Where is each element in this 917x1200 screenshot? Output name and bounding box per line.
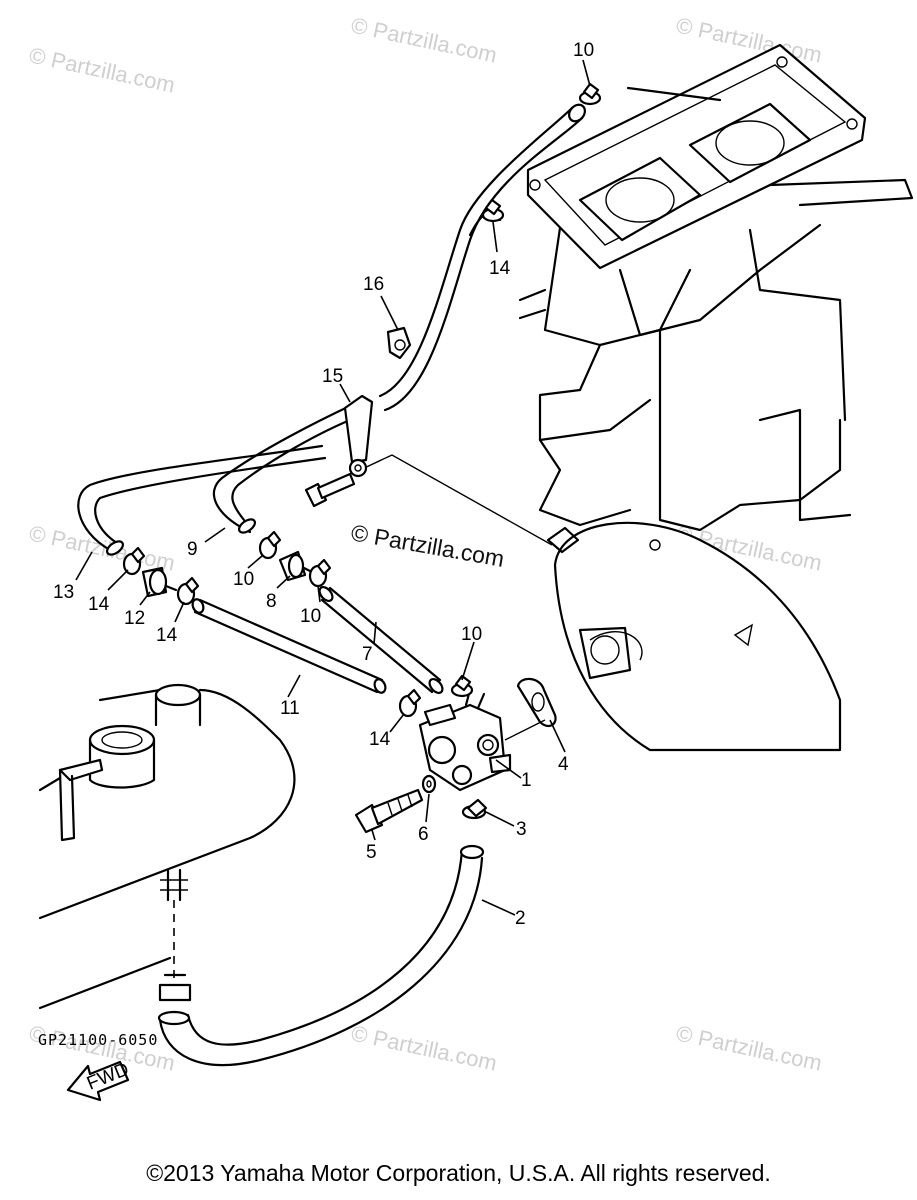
callout-10: 10 <box>233 569 254 590</box>
bolt-5 <box>354 788 424 834</box>
callout-15: 15 <box>322 366 343 387</box>
clamp-10-cock <box>450 674 474 698</box>
engine-block <box>359 43 914 752</box>
clamp-10-left <box>258 530 282 560</box>
callout-10: 10 <box>461 624 482 645</box>
hose-2 <box>157 844 485 1067</box>
callout-8: 8 <box>266 591 277 612</box>
bracket-15 <box>343 394 374 478</box>
callout-12: 12 <box>124 608 145 629</box>
clamp-14-left <box>122 546 146 576</box>
watermark: © Partzilla.com <box>674 1020 824 1075</box>
fwd-arrow-icon: FWD <box>66 1059 132 1102</box>
hose-11 <box>191 598 387 694</box>
callouts: 10 14 16 15 9 13 14 12 14 10 8 10 7 11 1… <box>53 40 594 929</box>
fuel-tank <box>38 683 296 1010</box>
watermark: © Partzilla.com <box>349 1020 499 1075</box>
callout-7: 7 <box>362 644 373 665</box>
hose-7 <box>318 585 444 695</box>
center-watermark: © Partzilla.com <box>349 519 506 572</box>
callout-16: 16 <box>363 274 384 295</box>
callout-3: 3 <box>516 819 527 840</box>
callout-6: 6 <box>418 824 429 845</box>
clamp-10-top <box>578 82 602 106</box>
callout-1: 1 <box>521 770 532 791</box>
part-code: GP21100-6050 <box>38 1031 159 1049</box>
callout-13: 13 <box>53 582 74 603</box>
callout-10: 10 <box>300 606 321 627</box>
callout-14: 14 <box>489 258 511 279</box>
watermark: © Partzilla.com <box>27 42 177 97</box>
callout-2: 2 <box>515 908 526 929</box>
callout-9: 9 <box>187 539 198 560</box>
hose-13 <box>77 444 327 556</box>
callout-11: 11 <box>280 698 300 719</box>
clamp-14-filter <box>176 576 200 606</box>
bolt-bracket <box>304 472 356 508</box>
callout-5: 5 <box>366 842 377 863</box>
clamp-3 <box>461 798 488 820</box>
callout-10: 10 <box>573 40 594 61</box>
callout-4: 4 <box>558 754 569 775</box>
fuel-cock <box>418 688 512 792</box>
callout-14: 14 <box>156 625 178 646</box>
leader-lines <box>75 59 591 916</box>
copyright-notice: ©2013 Yamaha Motor Corporation, U.S.A. A… <box>146 1160 771 1186</box>
filter-12 <box>141 566 178 598</box>
washer-6 <box>421 774 437 794</box>
watermark: © Partzilla.com <box>349 12 499 67</box>
callout-14: 14 <box>88 594 110 615</box>
fwd-label: FWD <box>84 1059 132 1095</box>
hose-9 <box>212 103 586 534</box>
filter-8 <box>278 550 314 582</box>
clip-16 <box>386 326 412 360</box>
clamp-14-top <box>481 198 505 223</box>
clamp-14-cock <box>398 688 422 718</box>
callout-14: 14 <box>369 729 391 750</box>
clamp-10-mid <box>308 558 332 588</box>
gasket-4 <box>504 677 557 741</box>
